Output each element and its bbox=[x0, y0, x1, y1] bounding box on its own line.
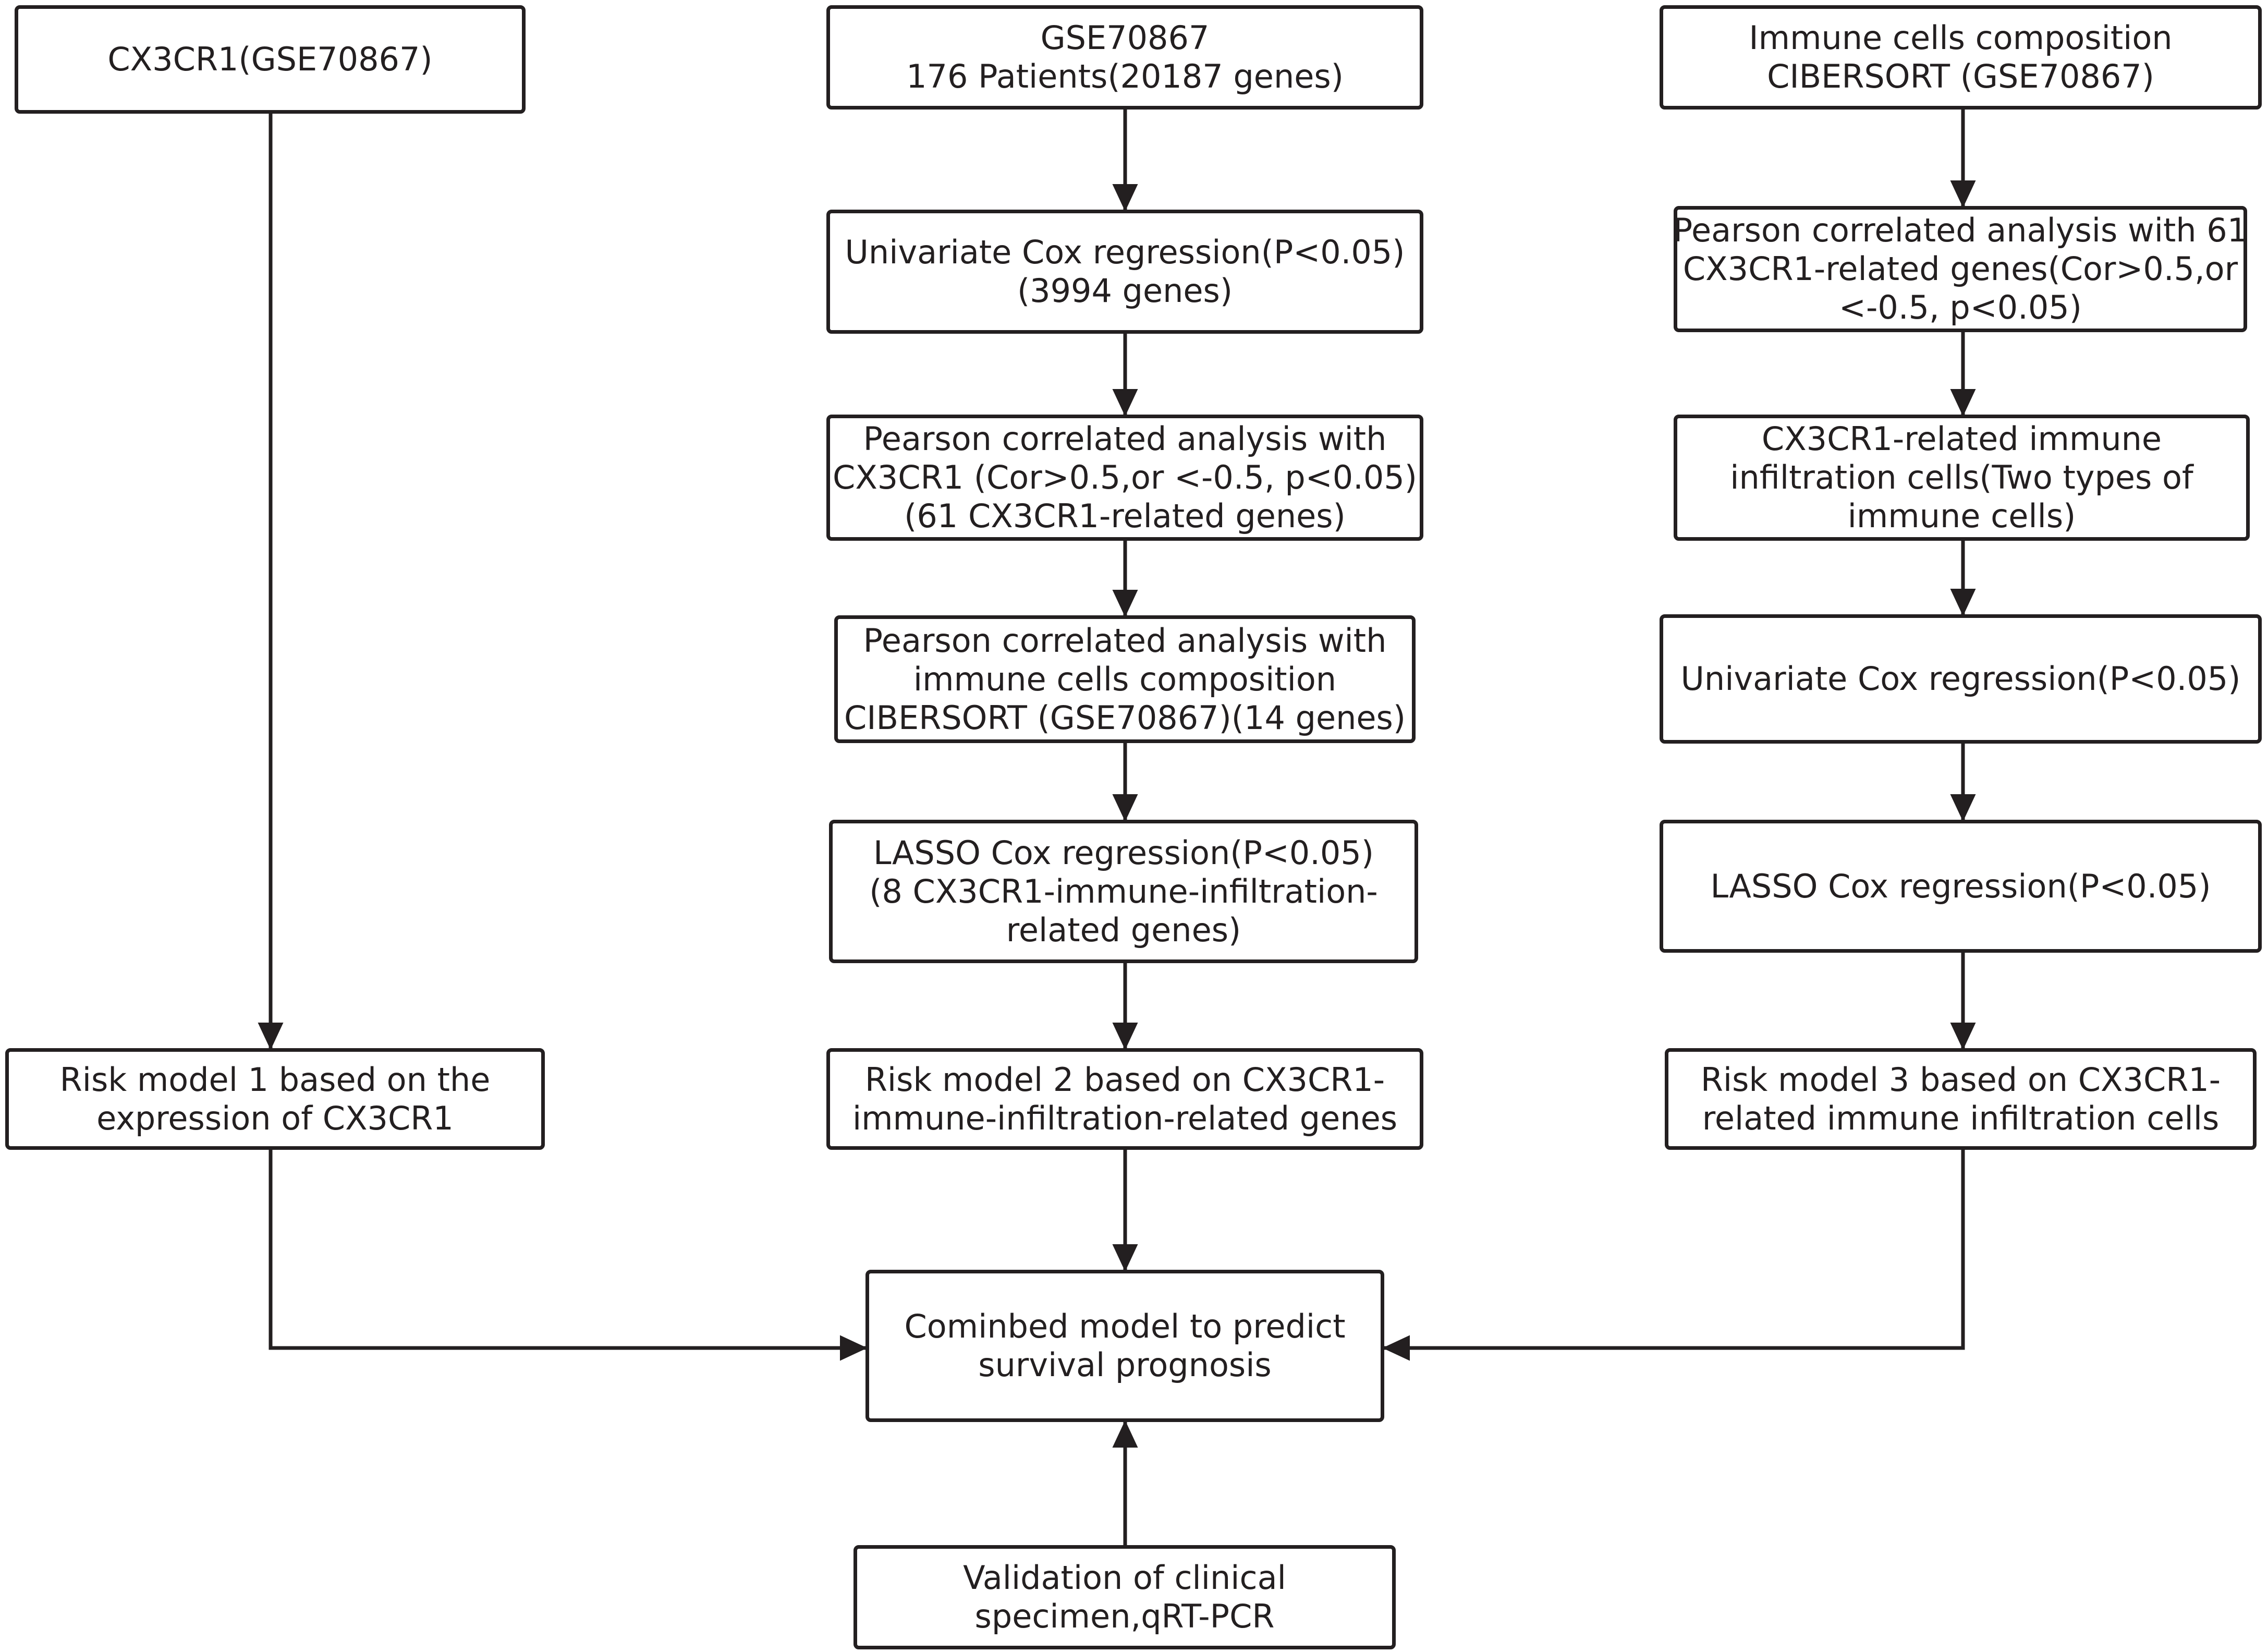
box-text-line: immune cells) bbox=[1847, 497, 2076, 535]
box-text-line: <-0.5, p<0.05) bbox=[1839, 288, 2082, 326]
box-text-line: immune cells composition bbox=[913, 660, 1337, 698]
box-text-line: CIBERSORT (GSE70867)(14 genes) bbox=[844, 698, 1406, 737]
box-text-line: Risk model 3 based on CX3CR1- bbox=[1700, 1060, 2221, 1099]
box-text-line: CX3CR1(GSE70867) bbox=[107, 40, 433, 78]
box-text-line: expression of CX3CR1 bbox=[96, 1099, 454, 1137]
box-text-line: Pearson correlated analysis with 61 bbox=[1673, 211, 2248, 249]
box-text-line: (8 CX3CR1-immune-infiltration- bbox=[869, 872, 1378, 910]
edge-risk3-to-combined bbox=[1382, 1150, 1965, 1361]
box-text-line: Validation of clinical bbox=[963, 1559, 1286, 1597]
box-text-line: CIBERSORT (GSE70867) bbox=[1767, 57, 2154, 95]
box-text-line: CX3CR1 (Cor>0.5,or <-0.5, p<0.05) bbox=[833, 458, 1417, 496]
risk-model-2-box: Risk model 2 based on CX3CR1-immune-infi… bbox=[826, 1048, 1423, 1150]
box-text-line: LASSO Cox regression(P<0.05) bbox=[873, 833, 1374, 872]
box-text-line: Risk model 2 based on CX3CR1- bbox=[864, 1060, 1385, 1099]
box-text-line: CX3CR1-related genes(Cor>0.5,or bbox=[1682, 250, 2238, 288]
box-text-line: Univariate Cox regression(P<0.05) bbox=[845, 233, 1405, 271]
box-text-line: Immune cells composition bbox=[1749, 19, 2173, 57]
box-text-line: Pearson correlated analysis with bbox=[863, 420, 1387, 458]
univariate-cox-cells-box: Univariate Cox regression(P<0.05) bbox=[1660, 614, 2262, 744]
box-text-line: related genes) bbox=[1006, 910, 1241, 949]
box-text-line: Cominbed model to predict bbox=[904, 1307, 1346, 1345]
box-text-line: specimen,qRT-PCR bbox=[974, 1597, 1275, 1635]
box-text-line: Risk model 1 based on the bbox=[59, 1060, 491, 1099]
box-text-line: survival prognosis bbox=[978, 1346, 1272, 1384]
box-text-line: GSE70867 bbox=[1040, 19, 1210, 57]
box-text-line: CX3CR1-related immune bbox=[1761, 420, 2162, 458]
lasso-genes-box: LASSO Cox regression(P<0.05)(8 CX3CR1-im… bbox=[829, 820, 1418, 963]
edge-risk1-to-combined bbox=[269, 1150, 868, 1361]
box-text-line: (3994 genes) bbox=[1017, 272, 1233, 310]
cx3cr1-input-box: CX3CR1(GSE70867) bbox=[15, 5, 526, 114]
box-text-line: infiltration cells(Two types of bbox=[1730, 458, 2193, 496]
risk-model-3-box: Risk model 3 based on CX3CR1-related imm… bbox=[1665, 1048, 2257, 1150]
lasso-cells-box: LASSO Cox regression(P<0.05) bbox=[1660, 820, 2262, 953]
box-text-line: immune-infiltration-related genes bbox=[852, 1099, 1398, 1137]
box-text-line: 176 Patients(20187 genes) bbox=[906, 57, 1344, 95]
box-text-line: related immune infiltration cells bbox=[1702, 1099, 2220, 1137]
box-text-line: Pearson correlated analysis with bbox=[863, 621, 1387, 660]
univariate-cox-genes-box: Univariate Cox regression(P<0.05)(3994 g… bbox=[826, 210, 1423, 334]
box-text-line: Univariate Cox regression(P<0.05) bbox=[1680, 660, 2241, 698]
box-text-line: (61 CX3CR1-related genes) bbox=[904, 497, 1346, 535]
box-text-line: LASSO Cox regression(P<0.05) bbox=[1710, 867, 2211, 905]
